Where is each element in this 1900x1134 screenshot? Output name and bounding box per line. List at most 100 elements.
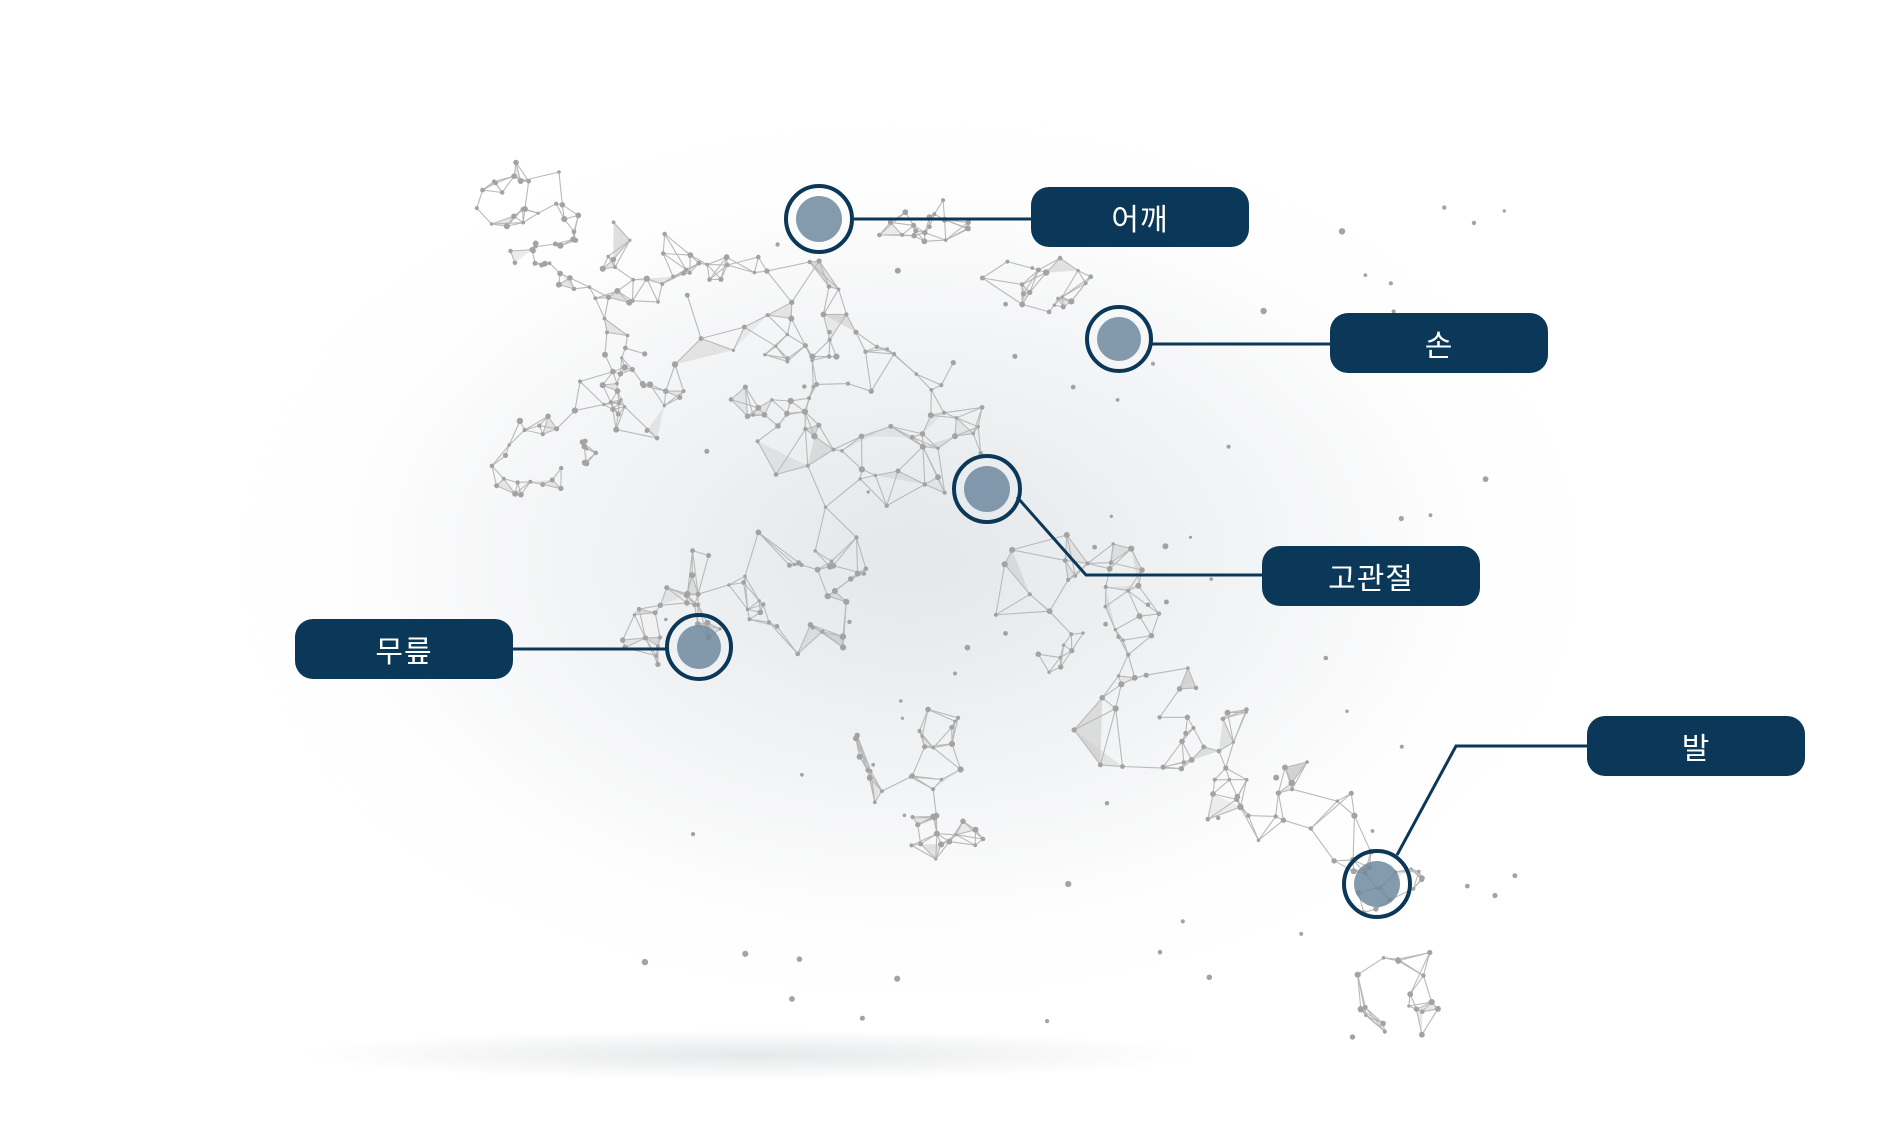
wireframe-edge <box>818 424 834 450</box>
wireframe-node <box>757 599 761 603</box>
wireframe-edge <box>604 318 628 336</box>
wireframe-edge <box>922 433 939 449</box>
wireframe-node <box>803 426 808 432</box>
wireframe-node <box>979 405 985 410</box>
wireframe-node <box>971 431 976 436</box>
wireframe-node <box>765 313 770 318</box>
wireframe-node <box>1502 209 1507 213</box>
wireframe-node <box>1348 790 1354 796</box>
wireframe-edge <box>508 420 521 446</box>
wireframe-node <box>934 857 938 861</box>
wireframe-edge <box>775 345 788 362</box>
wireframe-edge <box>1029 269 1039 293</box>
wireframe-node <box>557 170 561 174</box>
wireframe-facet <box>879 222 903 236</box>
wireframe-node <box>902 209 909 216</box>
wireframe-edge <box>1222 718 1235 743</box>
wireframe-node <box>922 230 928 236</box>
wireframe-edge <box>707 256 727 266</box>
wireframe-edge <box>1258 819 1284 841</box>
wireframe-node <box>1103 584 1109 590</box>
wireframe-edge <box>995 610 1050 616</box>
wireframe-node <box>972 826 979 833</box>
wireframe-node <box>1056 296 1060 301</box>
wireframe-node <box>515 480 520 485</box>
wireframe-edge <box>606 331 628 337</box>
wireframe-node <box>1350 868 1357 875</box>
wireframe-node <box>1260 307 1267 315</box>
wireframe-facet <box>645 637 660 647</box>
wireframe-edge <box>732 326 745 351</box>
wireframe-node <box>1210 791 1216 797</box>
wireframe-edge <box>1291 761 1308 784</box>
wireframe-node <box>1273 814 1278 819</box>
wireframe-edge <box>1021 269 1039 285</box>
wireframe-edge <box>1104 606 1120 638</box>
wireframe-edge <box>747 603 764 610</box>
wireframe-facet <box>875 470 925 485</box>
wireframe-node <box>755 529 762 536</box>
wireframe-edge <box>491 215 515 225</box>
wireframe-edge <box>631 279 634 301</box>
wireframe-node <box>582 438 588 444</box>
wireframe-edge <box>827 595 847 603</box>
wireframe-edge <box>1029 272 1047 293</box>
wireframe-edge <box>921 709 929 737</box>
wireframe-edge <box>1117 654 1129 677</box>
wireframe-node <box>630 298 635 303</box>
wireframe-node <box>654 653 659 658</box>
wireframe-edge <box>491 454 506 467</box>
wireframe-node <box>873 473 878 478</box>
wireframe-edge <box>758 532 790 566</box>
wireframe-node <box>1160 764 1166 770</box>
wireframe-edge <box>691 550 699 595</box>
wireframe-edge <box>771 399 788 414</box>
wireframe-node <box>660 282 665 286</box>
wireframe-edge <box>1073 708 1116 731</box>
wireframe-edge <box>1239 806 1259 841</box>
wireframe-node <box>925 706 931 713</box>
wireframe-edge <box>659 587 668 606</box>
wireframe-node <box>1035 651 1042 657</box>
wireframe-edge <box>654 612 661 638</box>
wireframe-node <box>1003 631 1008 636</box>
wireframe-edge <box>674 364 685 392</box>
wireframe-node <box>529 247 535 253</box>
wireframe-edge <box>810 624 844 638</box>
wireframe-node <box>760 602 766 607</box>
wireframe-edge <box>775 334 788 347</box>
wireframe-edge <box>1087 562 1110 570</box>
wireframe-node <box>802 343 808 349</box>
wireframe-node <box>526 179 531 184</box>
wireframe-edge <box>1291 761 1308 790</box>
wireframe-edge <box>542 416 549 435</box>
wireframe-edge <box>1398 960 1424 977</box>
wireframe-edge <box>890 425 923 435</box>
wireframe-edge <box>1073 697 1103 731</box>
wireframe-node <box>683 592 690 598</box>
wireframe-node <box>814 566 821 573</box>
wireframe-node <box>1382 1029 1387 1034</box>
wireframe-node <box>914 372 919 376</box>
label-hip: 고관절 <box>1262 546 1480 606</box>
wireframe-node <box>558 485 564 492</box>
wireframe-edge <box>1127 590 1141 617</box>
wireframe-edge <box>955 834 976 846</box>
wireframe-edge <box>822 314 831 340</box>
wireframe-edge <box>1227 712 1235 743</box>
wireframe-edge <box>921 415 932 435</box>
wireframe-node <box>980 836 986 842</box>
wireframe-edge <box>604 354 614 372</box>
wireframe-node <box>919 443 926 450</box>
marker-hand <box>1085 305 1153 373</box>
wireframe-node <box>570 236 576 243</box>
wireframe-node <box>1060 295 1064 299</box>
wireframe-edge <box>1087 562 1112 564</box>
wireframe-node <box>513 159 519 166</box>
wireframe-edge <box>1071 632 1084 651</box>
wireframe-edge <box>1212 779 1230 795</box>
wireframe-node <box>802 384 807 389</box>
wireframe-node <box>1179 738 1185 745</box>
wireframe-node <box>605 294 612 300</box>
wireframe-node <box>933 830 940 837</box>
